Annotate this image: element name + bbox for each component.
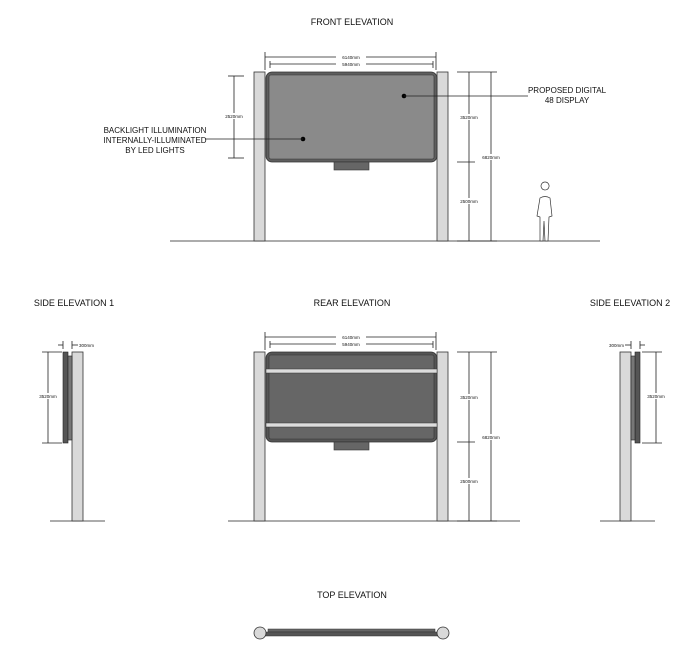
side2-dim-height: 3520mm: [647, 394, 665, 399]
right-post: [436, 71, 449, 242]
display-base-box: [333, 161, 370, 171]
side-panel-body: [630, 355, 636, 441]
side2-dim-depth: 300mm: [609, 343, 624, 348]
rear-dim-clearance: 2500mm: [460, 479, 478, 484]
dim-overall-width: 6140mm: [342, 55, 360, 60]
note-illumination-1: BACKLIGHT ILLUMINATION: [104, 126, 207, 135]
note-illumination-2: INTERNALLY-ILLUMINATED: [104, 136, 207, 145]
side1-dim-depth: 300mm: [79, 343, 94, 348]
display-base-box: [333, 441, 370, 451]
side-panel-face: [62, 351, 69, 444]
front-elevation: FRONT ELEVATION 6140mm 5940mm 2520mm 352…: [104, 17, 607, 242]
left-post: [253, 351, 266, 522]
display-panel: [268, 74, 435, 160]
dim-panel-width: 5940mm: [342, 62, 360, 67]
rear-dim-overall-width: 6140mm: [342, 335, 360, 340]
dim-overall-height: 6820mm: [482, 155, 500, 160]
rear-dim-overall-height: 6820mm: [482, 435, 500, 440]
side-panel-body: [67, 355, 73, 441]
rear-dim-panel-height: 3520mm: [460, 395, 478, 400]
post-section: [253, 626, 267, 640]
rear-elevation-title: REAR ELEVATION: [314, 298, 391, 308]
side1-dim-height: 3520mm: [39, 394, 57, 399]
dim-panel-height-left: 2520mm: [225, 114, 243, 119]
dim-clearance: 2500mm: [460, 199, 478, 204]
note-display-1: PROPOSED DIGITAL: [528, 86, 607, 95]
note-illumination-3: BY LED LIGHTS: [125, 146, 184, 155]
rear-dim-panel-width: 5940mm: [342, 342, 360, 347]
side-elevation-1-title: SIDE ELEVATION 1: [34, 298, 114, 308]
side-elevation-2-title: SIDE ELEVATION 2: [590, 298, 670, 308]
rear-elevation: REAR ELEVATION 6140mm 5940mm 3520mm 2500…: [228, 298, 520, 522]
top-elevation-title: TOP ELEVATION: [317, 590, 387, 600]
post-section: [436, 626, 450, 640]
person-scale-figure: [536, 181, 553, 242]
right-post: [436, 351, 449, 522]
top-elevation: TOP ELEVATION: [253, 590, 450, 640]
side-post: [71, 351, 84, 522]
left-post: [253, 71, 266, 242]
top-panel-back: [267, 628, 436, 633]
side-elevation-1: SIDE ELEVATION 1 3520mm 300mm: [34, 298, 114, 522]
side-post: [619, 351, 632, 522]
note-display-2: 48 DISPLAY: [545, 96, 590, 105]
top-panel-face: [264, 631, 439, 637]
side-elevation-2: SIDE ELEVATION 2 3520mm 300mm: [590, 298, 670, 522]
rear-panel-inner: [268, 354, 435, 440]
dim-panel-height: 3520mm: [460, 115, 478, 120]
rear-support-bar: [265, 368, 438, 374]
side-panel-face: [634, 351, 641, 444]
rear-support-bar: [265, 422, 438, 428]
front-elevation-title: FRONT ELEVATION: [311, 17, 394, 27]
